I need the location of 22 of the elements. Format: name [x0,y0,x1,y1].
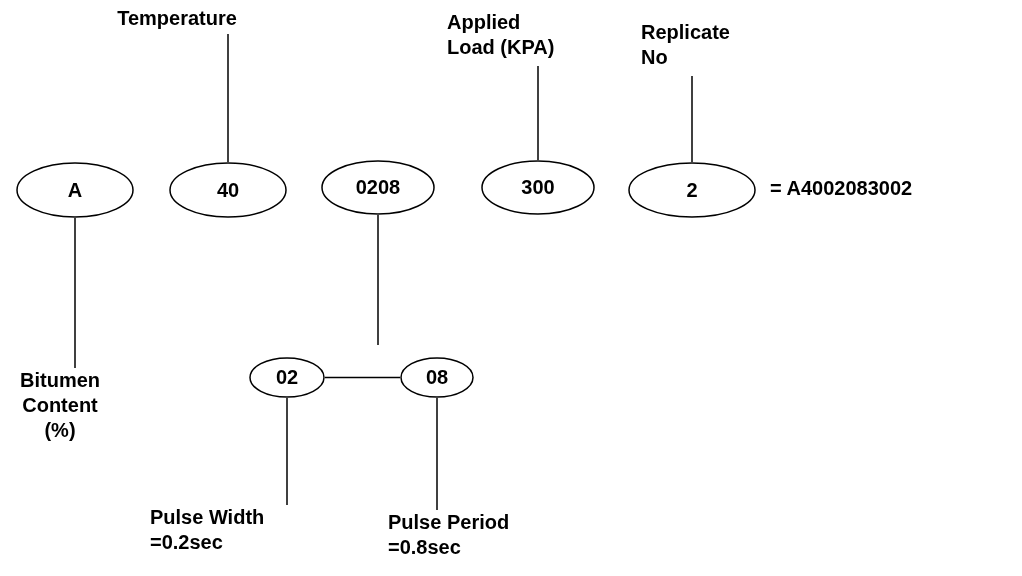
connector-line [537,65,539,161]
label-text: Pulse Width =0.2sec [150,505,280,555]
ellipse-node: 0208 [321,160,435,215]
connector-line [691,75,693,163]
connector-line [436,397,438,511]
connector-line [324,376,401,379]
label-text: Bitumen Content (%) [8,368,112,443]
ellipse-node: 02 [249,357,325,398]
ellipse-node: 08 [400,357,474,398]
code-text: = A4002083002 [770,177,913,200]
label-text: Replicate No [641,20,751,70]
label-text: Pulse Period =0.8sec [388,510,528,560]
connector-line [227,33,229,163]
ellipse-node: A [16,162,134,218]
ellipse-node: 40 [169,162,287,218]
label-text: Applied Load (KPA) [447,10,567,60]
label-text: Temperature [112,6,242,31]
connector-line [377,214,379,346]
connector-line [286,397,288,506]
connector-line [74,217,76,369]
ellipse-node: 2 [628,162,756,218]
ellipse-node: 300 [481,160,595,215]
